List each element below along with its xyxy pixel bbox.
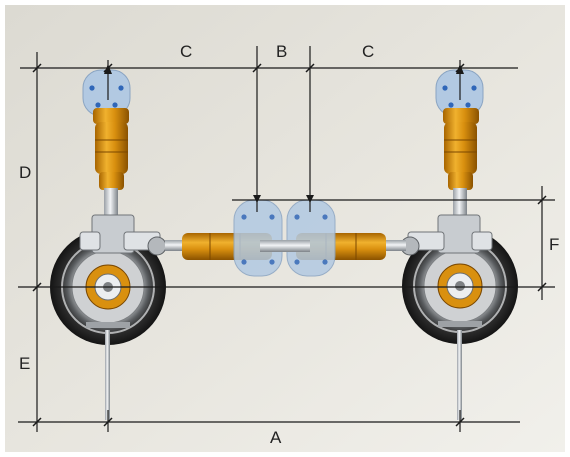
label-c-right: C — [362, 42, 374, 61]
left-lower-rod — [105, 330, 110, 420]
center-bracket-plates — [233, 199, 336, 277]
left-vertical-cylinder — [93, 108, 129, 230]
left-steering-knuckle — [79, 214, 167, 256]
right-vertical-cylinder — [443, 108, 479, 230]
diagram-background — [5, 5, 565, 452]
label-a: A — [270, 428, 282, 447]
label-f: F — [549, 235, 559, 254]
label-b: B — [276, 42, 287, 61]
label-c-left: C — [180, 42, 192, 61]
center-steering-assembly — [165, 199, 406, 277]
right-steering-knuckle — [400, 214, 493, 256]
right-wheel — [402, 228, 518, 344]
bracket-arrows — [104, 64, 464, 203]
label-e: E — [19, 354, 30, 373]
right-wheel-assembly — [400, 69, 518, 420]
right-lower-rod — [457, 330, 462, 420]
label-d: D — [19, 163, 31, 182]
